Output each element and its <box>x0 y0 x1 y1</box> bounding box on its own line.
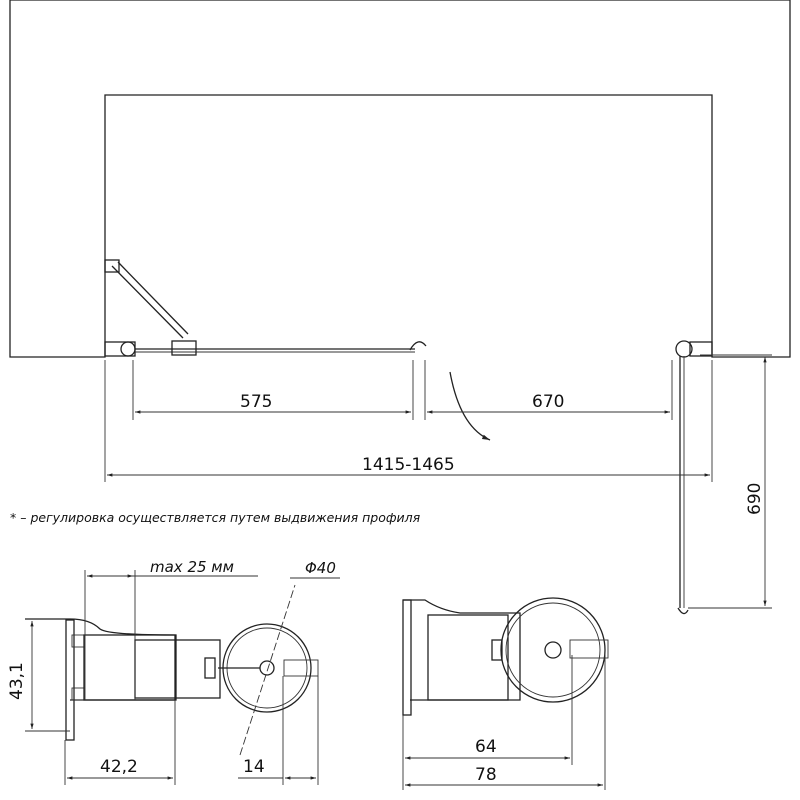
adjustment-note: * – регулировка осуществляется путем выд… <box>10 510 421 525</box>
wall-hatching <box>9 0 791 358</box>
height-label: 43,1 <box>7 662 27 700</box>
door-panel <box>675 340 713 615</box>
dim-total-width: 1415-1465 <box>362 455 455 475</box>
width-label: 42,2 <box>100 757 138 777</box>
dimension-lines <box>104 354 772 609</box>
dim-depth: 690 <box>745 483 765 515</box>
offset-label: 14 <box>243 757 265 777</box>
door-swing-arrow <box>449 371 491 441</box>
detail-right-profile <box>402 597 609 790</box>
inner-width-label: 64 <box>475 737 497 757</box>
diameter-label: Φ40 <box>305 559 336 577</box>
dim-door: 670 <box>532 392 564 412</box>
detail-left-profile <box>25 570 340 785</box>
dim-fixed-panel: 575 <box>240 392 272 412</box>
outer-width-label: 78 <box>475 765 497 785</box>
max-adjust-label: max 25 мм <box>150 558 234 576</box>
fixed-panel <box>104 259 427 357</box>
